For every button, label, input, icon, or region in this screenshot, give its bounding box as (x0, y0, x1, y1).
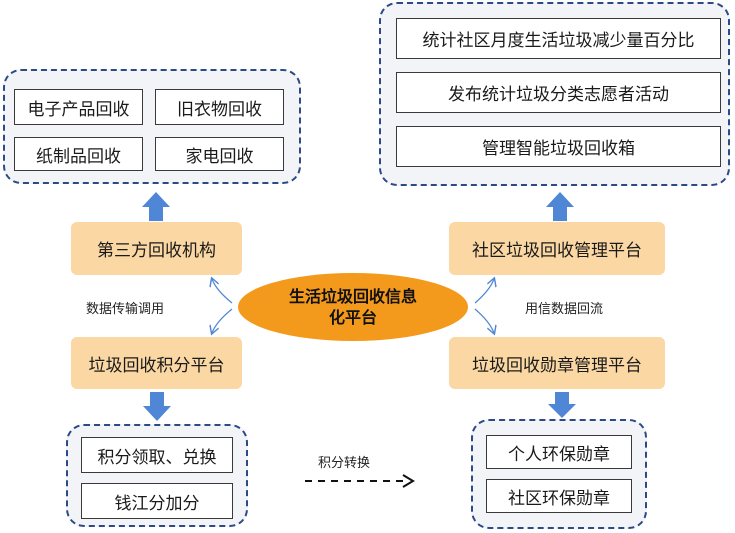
community-platform: 社区垃圾回收管理平台 (449, 222, 665, 275)
credit-backflow-label: 用信数据回流 (525, 302, 604, 317)
central-platform-line1: 生活垃圾回收信息 (288, 287, 417, 306)
recycle-item-appliances: 家电回收 (155, 137, 284, 171)
data-transfer-label: 数据传输调用 (86, 302, 165, 317)
recycle-item-electronics: 电子产品回收 (14, 89, 143, 125)
third-party-recycler: 第三方回收机构 (71, 222, 242, 275)
recycle-item-clothes: 旧衣物回收 (155, 89, 284, 125)
points-platform: 垃圾回收积分平台 (71, 337, 242, 389)
arrow-down-right (548, 392, 576, 418)
arrow-up-right (546, 192, 574, 221)
badge-platform: 垃圾回收勋章管理平台 (449, 337, 665, 389)
badge-item-community: 社区环保勋章 (486, 479, 632, 513)
points-conversion-label: 积分转换 (318, 456, 371, 471)
points-item-qianjiang: 钱江分加分 (81, 483, 233, 519)
central-platform-line2: 化平台 (328, 308, 377, 327)
community-item-volunteers: 发布统计垃圾分类志愿者活动 (396, 72, 721, 113)
arrow-up-left (142, 192, 170, 221)
points-item-redeem: 积分领取、兑换 (81, 437, 233, 473)
community-item-smart-bins: 管理智能垃圾回收箱 (396, 126, 721, 167)
recycle-item-paper: 纸制品回收 (14, 137, 143, 171)
badge-item-personal: 个人环保勋章 (486, 435, 632, 469)
community-item-stats: 统计社区月度生活垃圾减少量百分比 (396, 18, 721, 59)
arrow-down-left (143, 392, 171, 421)
central-platform: 生活垃圾回收信息 化平台 (238, 273, 468, 341)
